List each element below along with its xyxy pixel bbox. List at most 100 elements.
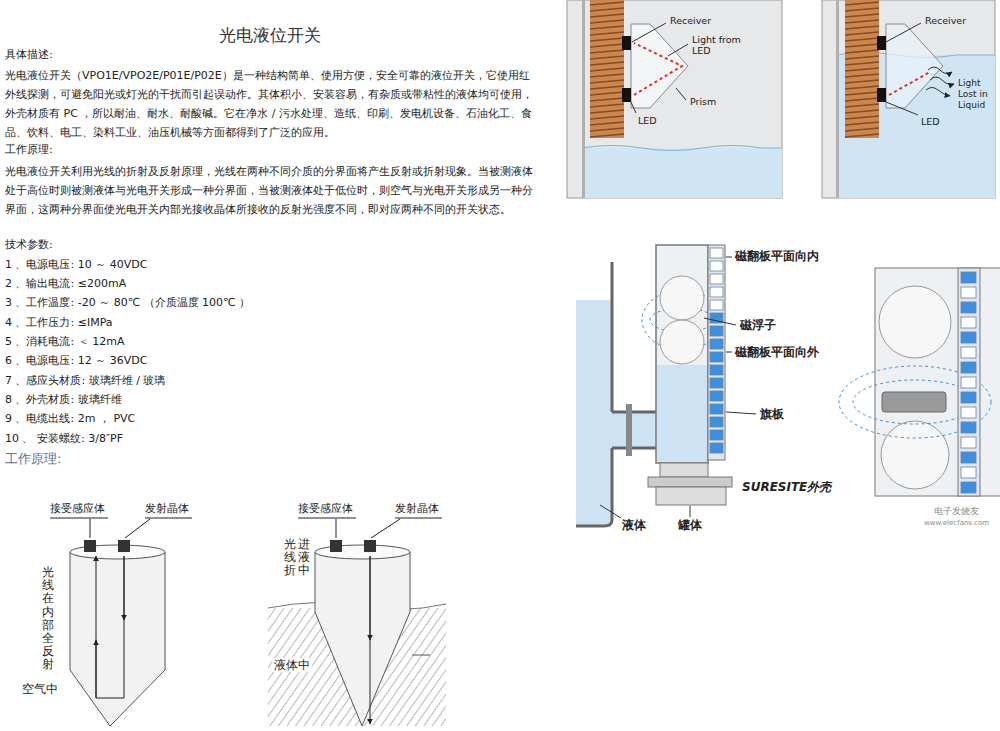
thread-stripe (845, 44, 879, 47)
flap (710, 339, 723, 349)
medium-label: 空气中 (22, 682, 58, 696)
thread-stripe (590, 68, 624, 71)
thread-stripe (590, 26, 624, 29)
vertical-note: 光线折 (284, 538, 296, 578)
flap (710, 287, 723, 297)
thread-stripe (845, 2, 879, 5)
thread-stripe (845, 68, 879, 71)
flap (961, 377, 976, 388)
flap (961, 272, 976, 283)
flap (961, 482, 976, 493)
sensor-in-liquid (822, 0, 995, 198)
thread-stripe (590, 2, 624, 5)
thread-stripe (845, 128, 879, 131)
spec-item: 6 、电源电压: 12 ～ 36VDC (5, 354, 147, 367)
part-label: 磁翻板平面向内 (735, 249, 819, 263)
probe-in-air (50, 518, 192, 726)
flap (961, 422, 976, 433)
spec-item: 5 、消耗电流: ＜ 12mA (5, 335, 124, 348)
thread-stripe (845, 8, 879, 11)
part-label: Prism (690, 96, 716, 107)
vertical-note: 进液中 (298, 538, 310, 578)
thread-stripe (590, 74, 624, 77)
watermark: 电子发烧友 (934, 506, 979, 517)
thread-stripe (845, 104, 879, 107)
thread-stripe (590, 62, 624, 65)
thread-stripe (590, 32, 624, 35)
thread-stripe (845, 74, 879, 77)
flap (961, 362, 976, 373)
flap (710, 248, 723, 258)
flap (961, 407, 976, 418)
thread-stripe (845, 56, 879, 59)
paragraph: 光电液位开关利用光线的折射及反射原理，光线在两种不同介质的分界面将产生反射或折射… (5, 162, 537, 219)
probe-in-liquid (268, 518, 446, 726)
watermark: www.elecfans.com (924, 519, 989, 527)
part-label: 旗板 (760, 407, 784, 421)
part-label: 发射晶体 (145, 502, 189, 515)
thread-stripe (845, 134, 879, 137)
part-label: SURESITE外壳 (742, 480, 831, 494)
part-label: 罐体 (678, 518, 702, 532)
thread-stripe (590, 20, 624, 23)
flap (961, 437, 976, 448)
flap (710, 443, 723, 453)
thread-stripe (845, 26, 879, 29)
thread-stripe (590, 8, 624, 11)
flap (710, 391, 723, 401)
part-label: 磁翻板平面向外 (735, 345, 819, 359)
thread-stripe (845, 122, 879, 125)
medium-label: 液体中 (272, 658, 312, 672)
spec-item: 3 、工作温度: -20 ～ 80℃ （介质温度 100℃ ） (5, 296, 250, 309)
thread-stripe (845, 50, 879, 53)
part-label: 接受感应体 (50, 502, 105, 515)
thread-stripe (590, 92, 624, 95)
spec-item: 2 、输出电流: ≤200mA (5, 277, 126, 290)
page-title: 光电液位开关 (0, 24, 540, 47)
flap (710, 378, 723, 388)
flap (710, 417, 723, 427)
part-label: LED (921, 116, 940, 127)
thread-stripe (845, 116, 879, 119)
flap (710, 326, 723, 336)
thread-stripe (590, 50, 624, 53)
thread-stripe (845, 32, 879, 35)
spec-item: 7 、感应头材质: 玻璃纤维 / 玻璃 (5, 374, 165, 387)
thread-stripe (845, 20, 879, 23)
flap (961, 332, 976, 343)
thread-stripe (590, 98, 624, 101)
flap (710, 430, 723, 440)
sensor-in-air (567, 0, 782, 198)
flap (710, 261, 723, 271)
part-label: 液体 (622, 518, 646, 532)
thread-stripe (590, 44, 624, 47)
flap (961, 317, 976, 328)
thread-stripe (845, 14, 879, 17)
part-label: 磁浮子 (740, 318, 776, 332)
thread-stripe (845, 110, 879, 113)
part-label: Light Lost in Liquid (958, 78, 996, 110)
spec-item: 9 、电缆出线: 2m ， PVC (5, 412, 135, 425)
spec-item: 4 、工作压力: ≤IMPa (5, 316, 113, 329)
vertical-note: 光线在内部全反射 (42, 566, 54, 672)
flap (961, 452, 976, 463)
thread-stripe (845, 86, 879, 89)
thread-stripe (590, 110, 624, 113)
magnetic-flap-gauge (576, 245, 756, 526)
part-label: Receiver (925, 15, 966, 26)
zoom-view (839, 268, 1000, 496)
flap (710, 365, 723, 375)
thread-stripe (590, 38, 624, 41)
thread-stripe (590, 56, 624, 59)
thread-stripe (590, 134, 624, 137)
spec-item: 1 、电源电压: 10 ～ 40VDC (5, 258, 147, 271)
flap (710, 404, 723, 414)
spec-item: 8 、外壳材质: 玻璃纤维 (5, 393, 122, 406)
section-heading: 工作原理: (5, 451, 61, 467)
flap (710, 352, 723, 362)
thread-stripe (845, 38, 879, 41)
part-label: LED (638, 115, 657, 126)
section-heading: 具体描述: (5, 48, 53, 61)
flap (961, 467, 976, 478)
thread-stripe (845, 92, 879, 95)
